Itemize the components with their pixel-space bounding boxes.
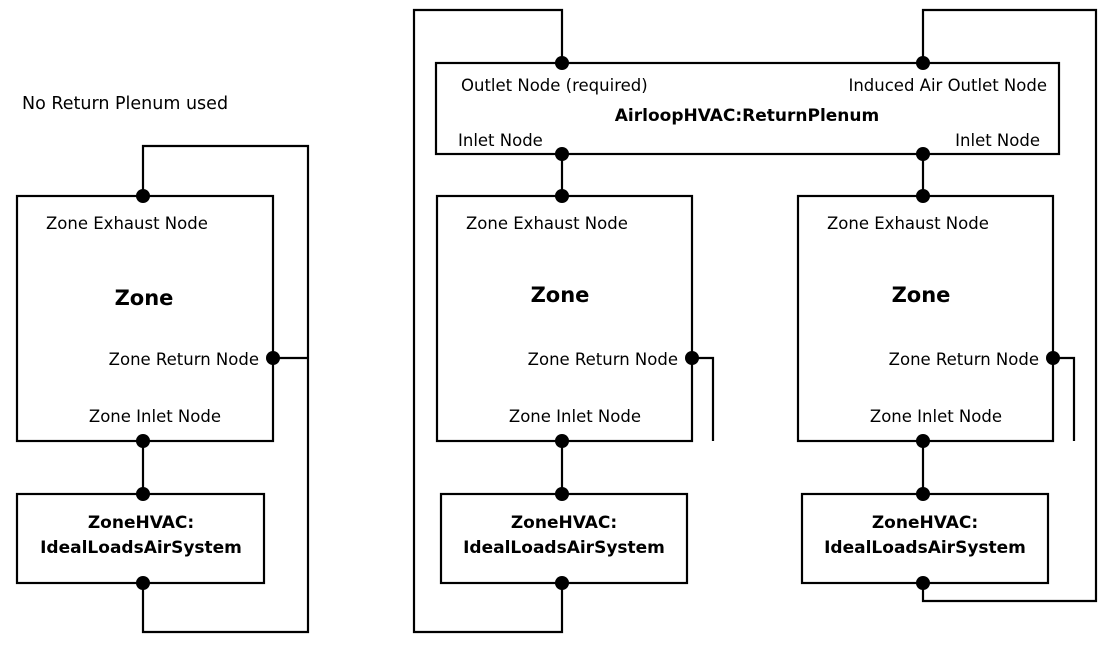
middle-equipment-label-line1: ZoneHVAC: [511, 513, 617, 533]
plenum-inlet-node-left-dot [555, 147, 569, 161]
plenum-name-label: AirloopHVAC:ReturnPlenum [615, 106, 879, 126]
plenum-outlet-node-dot [555, 56, 569, 70]
plenum-induced-air-outlet-node-label: Induced Air Outlet Node [848, 76, 1047, 95]
right-zone-exhaust-node-dot [916, 189, 930, 203]
left-equipment-label-line2: IdealLoadsAirSystem [40, 538, 242, 558]
middle-zone-exhaust-node-dot [555, 189, 569, 203]
plenum-induced-air-outlet-node-dot [916, 56, 930, 70]
right-middle-zone-return-branch [692, 356, 715, 441]
right-equipment-outlet-dot [916, 576, 930, 590]
right-zone-return-branch [1053, 356, 1076, 441]
left-equipment-outlet-dot [136, 576, 150, 590]
plenum-inlet-node-right-label: Inlet Node [955, 131, 1040, 150]
right-equipment-label-line2: IdealLoadsAirSystem [824, 538, 1026, 558]
plenum-outlet-node-label: Outlet Node (required) [461, 76, 648, 95]
left-zone-name-label: Zone [115, 286, 174, 310]
middle-equipment-inlet-dot [555, 487, 569, 501]
right-equipment-inlet-dot [916, 487, 930, 501]
middle-zone-inlet-node-label: Zone Inlet Node [509, 407, 641, 426]
plenum-inlet-node-left-label: Inlet Node [458, 131, 543, 150]
left-zone-return-node-label: Zone Return Node [109, 350, 259, 369]
right-zone-air-loop-path [921, 8, 1098, 603]
right-zone-name-label: Zone [892, 283, 951, 307]
middle-zone-exhaust-node-label: Zone Exhaust Node [466, 214, 628, 233]
left-panel-caption: No Return Plenum used [22, 94, 228, 114]
middle-zone-return-node-label: Zone Return Node [528, 350, 678, 369]
middle-zone-name-label: Zone [531, 283, 590, 307]
right-equipment-label-line1: ZoneHVAC: [872, 513, 978, 533]
left-equipment-label-line1: ZoneHVAC: [88, 513, 194, 533]
right-zone-inlet-node-label: Zone Inlet Node [870, 407, 1002, 426]
right-zone-exhaust-node-label: Zone Exhaust Node [827, 214, 989, 233]
right-middle-air-loop-path [412, 8, 564, 634]
left-air-loop-path [141, 144, 310, 634]
left-zone-exhaust-node-label: Zone Exhaust Node [46, 214, 208, 233]
left-zone-inlet-node-label: Zone Inlet Node [89, 407, 221, 426]
middle-zone-return-node-dot [685, 351, 699, 365]
middle-zone-inlet-node-dot [555, 434, 569, 448]
middle-equipment-label-line2: IdealLoadsAirSystem [463, 538, 665, 558]
right-zone-inlet-node-dot [916, 434, 930, 448]
right-zone-return-node-label: Zone Return Node [889, 350, 1039, 369]
left-zone-inlet-node-dot [136, 434, 150, 448]
return-plenum-box [434, 61, 1061, 156]
right-zone-return-node-dot [1046, 351, 1060, 365]
left-zone-exhaust-node-dot [136, 189, 150, 203]
left-equipment-inlet-dot [136, 487, 150, 501]
middle-equipment-outlet-dot [555, 576, 569, 590]
left-zone-return-node-dot [266, 351, 280, 365]
plenum-inlet-node-right-dot [916, 147, 930, 161]
